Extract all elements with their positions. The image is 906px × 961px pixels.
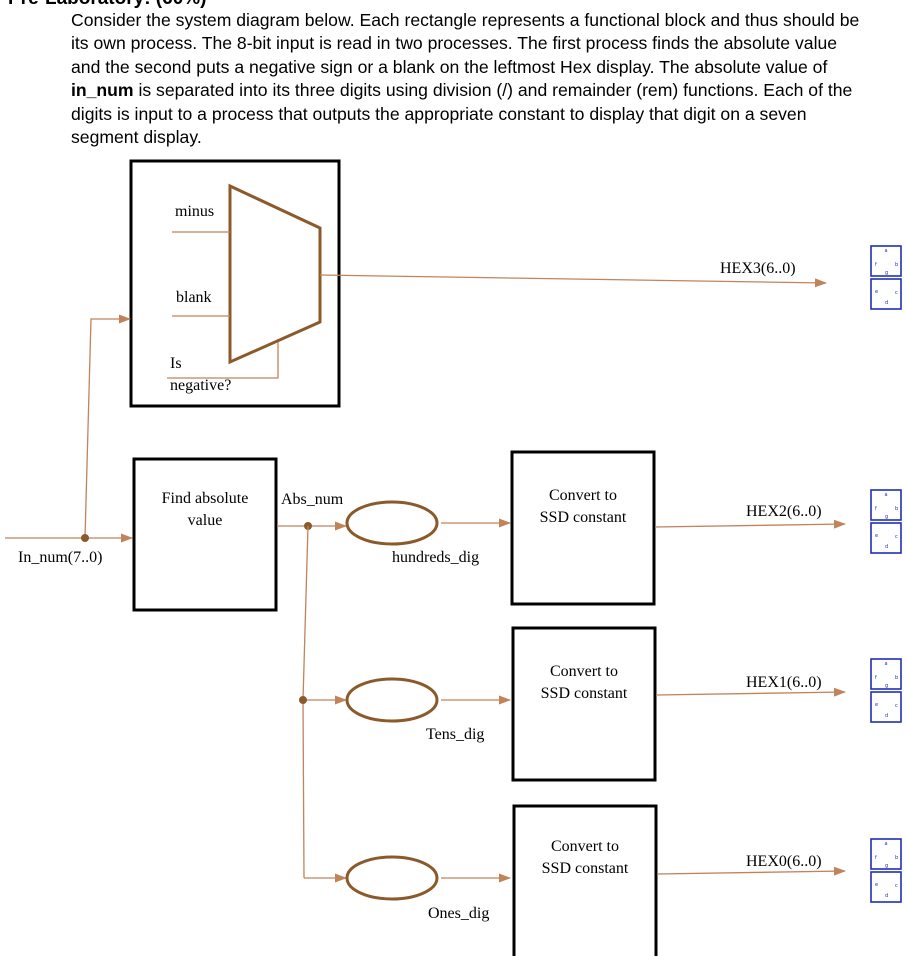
svg-text:d: d bbox=[885, 300, 888, 306]
ones-digit-label: Ones_dig bbox=[428, 905, 489, 922]
hex1-output-wire bbox=[655, 687, 846, 697]
hundreds-digit-bubble bbox=[345, 500, 439, 546]
svg-text:a: a bbox=[884, 841, 887, 847]
mux-input-minus-label: minus bbox=[175, 203, 214, 220]
svg-text:a: a bbox=[884, 661, 887, 667]
abs-vertical-bus-lower bbox=[302, 699, 305, 879]
abs-block-label-line1: Find absolute bbox=[162, 490, 249, 507]
seven-segment-display-icon: a f b g e c d bbox=[870, 245, 902, 310]
converter-ones-label-line2: SSD constant bbox=[542, 860, 629, 877]
converter-ones-label-line1: Convert to bbox=[551, 838, 619, 855]
converter-tens-label-line1: Convert to bbox=[550, 663, 618, 680]
hundreds-digit-label: hundreds_dig bbox=[392, 549, 479, 566]
svg-text:c: c bbox=[895, 534, 898, 540]
section-heading: Pre-Laboratory: (60%) bbox=[8, 0, 207, 10]
input-signal-label: In_num(7..0) bbox=[18, 549, 102, 566]
mux-trapezoid bbox=[228, 183, 322, 365]
abs-num-label: Abs_num bbox=[281, 491, 344, 508]
abs-vertical-bus bbox=[302, 525, 309, 701]
mux-select-label-line1: Is bbox=[170, 355, 182, 372]
ones-digit-bubble bbox=[345, 855, 439, 901]
svg-text:c: c bbox=[895, 883, 898, 889]
svg-text:g: g bbox=[885, 683, 888, 689]
svg-text:d: d bbox=[885, 713, 888, 719]
svg-text:b: b bbox=[895, 506, 898, 512]
converter-tens-label-line2: SSD constant bbox=[541, 685, 628, 702]
intro-emphasis: in_num bbox=[71, 80, 134, 101]
svg-text:e: e bbox=[875, 289, 878, 295]
converter-block-ones bbox=[512, 804, 658, 956]
svg-text:f: f bbox=[875, 506, 877, 512]
is-negative-select-wire bbox=[167, 342, 279, 379]
svg-text:e: e bbox=[875, 533, 878, 539]
intro-paragraph: Consider the system diagram below. Each … bbox=[71, 9, 871, 149]
svg-text:c: c bbox=[895, 703, 898, 709]
converter-block-tens bbox=[511, 626, 657, 782]
tens-digit-bubble bbox=[345, 677, 439, 723]
mux-input-blank-label: blank bbox=[176, 289, 212, 306]
svg-text:g: g bbox=[885, 270, 888, 276]
mux-select-label-line2: negative? bbox=[170, 377, 231, 394]
svg-text:a: a bbox=[884, 248, 887, 254]
hex0-output-wire bbox=[656, 866, 846, 876]
svg-text:g: g bbox=[885, 863, 888, 869]
svg-text:f: f bbox=[875, 855, 877, 861]
svg-text:a: a bbox=[884, 492, 887, 498]
svg-text:f: f bbox=[875, 262, 877, 268]
abs-block-label-line2: value bbox=[188, 512, 223, 529]
hex2-output-wire bbox=[654, 519, 846, 529]
hex3-output-label: HEX3(6..0) bbox=[720, 260, 796, 277]
svg-text:e: e bbox=[875, 702, 878, 708]
intro-text-part2: is separated into its three digits using… bbox=[71, 80, 853, 148]
svg-text:f: f bbox=[875, 675, 877, 681]
svg-text:b: b bbox=[895, 262, 898, 268]
hex0-output-label: HEX0(6..0) bbox=[746, 853, 822, 870]
svg-text:c: c bbox=[895, 290, 898, 296]
tens-digit-label: Tens_dig bbox=[426, 726, 484, 743]
svg-text:d: d bbox=[885, 544, 888, 550]
svg-text:b: b bbox=[895, 675, 898, 681]
svg-text:g: g bbox=[885, 514, 888, 520]
converter-hundreds-label-line2: SSD constant bbox=[540, 509, 627, 526]
svg-text:b: b bbox=[895, 855, 898, 861]
converter-hundreds-label-line1: Convert to bbox=[549, 487, 617, 504]
converter-block-hundreds bbox=[510, 450, 656, 606]
input-junction-dot bbox=[81, 534, 89, 542]
input-to-mux-wire bbox=[84, 314, 131, 539]
seven-segment-display-icon: a f b g e c d bbox=[870, 489, 902, 554]
svg-text:e: e bbox=[875, 882, 878, 888]
svg-text:d: d bbox=[885, 893, 888, 899]
hex2-output-label: HEX2(6..0) bbox=[746, 503, 822, 520]
intro-text-part1: Consider the system diagram below. Each … bbox=[71, 10, 860, 77]
seven-segment-display-icon: a f b g e c d bbox=[870, 838, 902, 903]
hex3-output-wire bbox=[319, 274, 827, 288]
tens-junction-dot bbox=[299, 696, 307, 704]
hex1-output-label: HEX1(6..0) bbox=[746, 674, 822, 691]
seven-segment-display-icon: a f b g e c d bbox=[870, 658, 902, 723]
abs-value-block bbox=[132, 457, 278, 612]
